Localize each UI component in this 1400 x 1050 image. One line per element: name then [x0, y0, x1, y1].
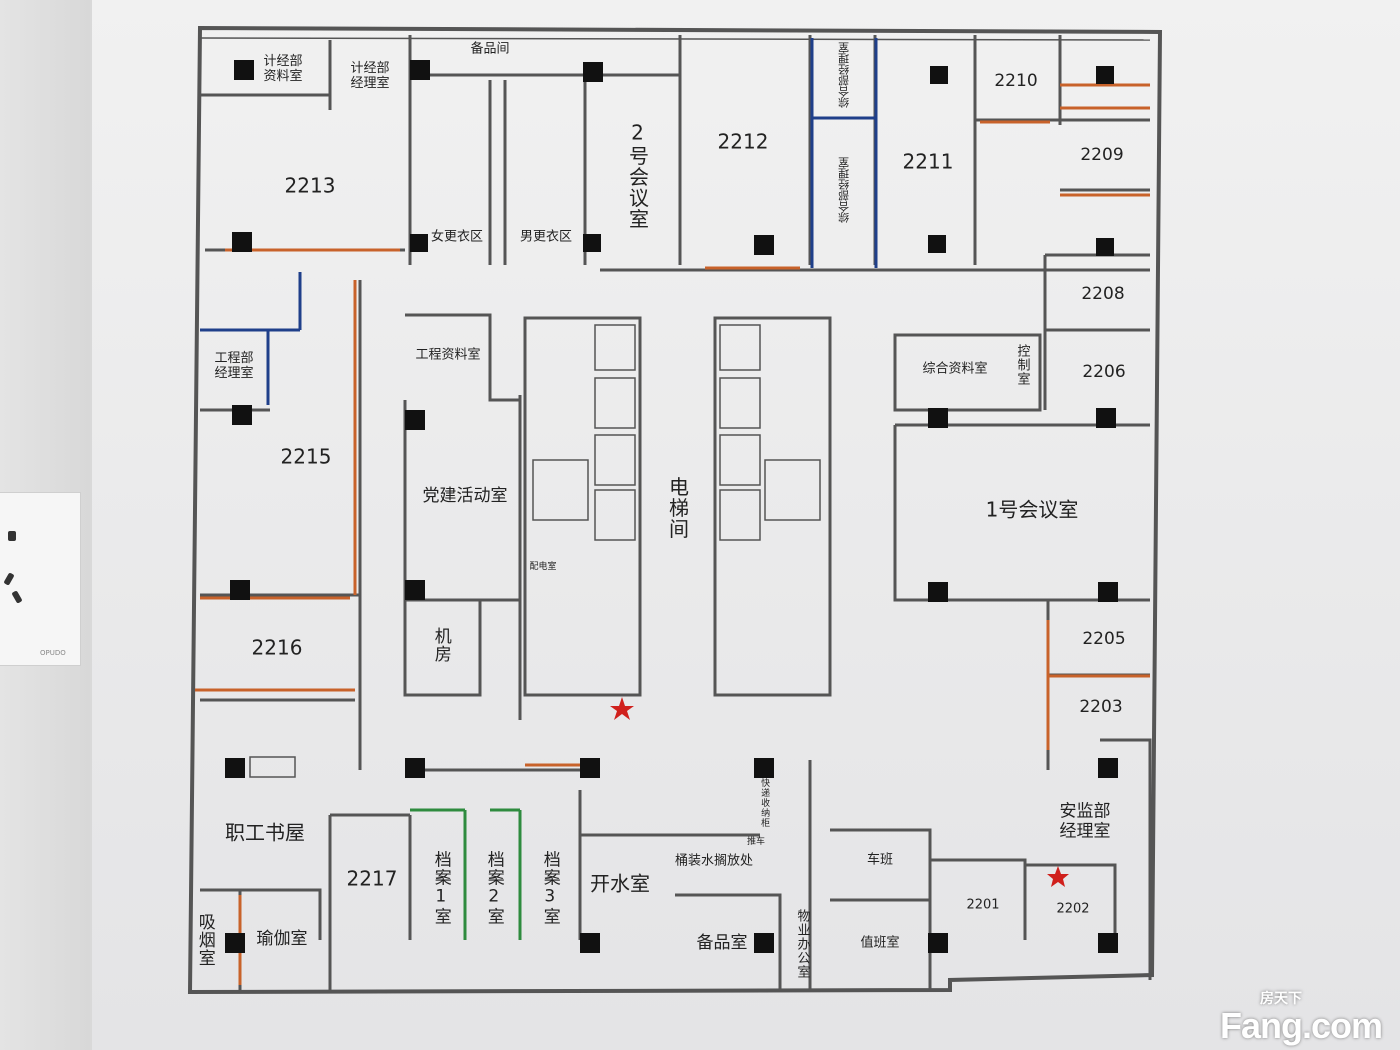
- watermark-cn: 房天下: [1259, 991, 1302, 1007]
- room-label: 2212: [717, 129, 769, 154]
- outlet-brand: OPUDO: [40, 649, 66, 657]
- room-label: 备品间: [470, 41, 510, 57]
- room-label: 2205: [1082, 629, 1126, 650]
- room-label: 推车: [746, 836, 766, 847]
- floor-plan-board: [92, 0, 1400, 1050]
- room-label: 2211: [902, 149, 954, 174]
- room-label: 快递收纳柜: [759, 778, 770, 828]
- room-label: 综合部经理室: [837, 157, 851, 223]
- you-are-here-star-icon: [610, 697, 634, 720]
- room-label: 配电室: [529, 561, 557, 572]
- room-label: 备品室: [696, 933, 748, 954]
- room-label: 2202: [1056, 901, 1090, 917]
- room-label: 档案2室: [483, 850, 504, 926]
- exit-star-icon: [1047, 866, 1069, 887]
- room-label: 2210: [994, 71, 1038, 92]
- watermark: 房天下 Fang.com: [1219, 991, 1383, 1046]
- room-label: 2206: [1082, 362, 1126, 383]
- room-label: 电梯间: [665, 476, 690, 540]
- room-label: 吸烟室: [194, 913, 215, 967]
- room-label: 2201: [966, 897, 1000, 913]
- room-label: 2216: [251, 635, 303, 660]
- room-label: 男更衣区: [519, 229, 573, 245]
- room-label: 工程资料室: [415, 347, 481, 363]
- room-label: 2203: [1079, 697, 1123, 718]
- outlet-hole: [8, 531, 16, 541]
- room-label: 控制室: [1014, 344, 1030, 386]
- watermark-en: Fang.com: [1219, 1005, 1383, 1046]
- power-outlet: OPUDO: [0, 492, 81, 666]
- room-label: 机房: [430, 627, 451, 663]
- room-label: 车班: [866, 852, 894, 868]
- room-label: 物业办公室: [794, 909, 810, 979]
- room-label: 档案3室: [539, 850, 560, 926]
- room-label: 2217: [346, 866, 398, 891]
- room-label: 计经部 经理室: [350, 61, 390, 91]
- room-label: 瑜伽室: [256, 929, 308, 950]
- room-label: 2213: [284, 173, 336, 198]
- room-label: 桶装水搁放处: [674, 853, 754, 869]
- room-label: 2号会议室: [625, 120, 650, 230]
- room-label: 党建活动室: [422, 486, 508, 507]
- room-label: 综合部经理室: [837, 42, 851, 108]
- room-label: 开水室: [590, 871, 650, 896]
- room-label: 1号会议室: [985, 497, 1079, 522]
- room-label: 职工书屋: [225, 820, 305, 845]
- room-label: 工程部 经理室: [214, 351, 254, 381]
- room-label: 计经部 资料室: [263, 54, 303, 84]
- room-label: 2208: [1081, 284, 1125, 305]
- room-label: 2215: [280, 444, 332, 469]
- room-label: 值班室: [860, 935, 900, 951]
- room-label: 综合资料室: [922, 361, 988, 377]
- room-label: 档案1室: [430, 850, 451, 926]
- room-label: 女更衣区: [430, 229, 484, 245]
- room-label: 安监部 经理室: [1059, 801, 1111, 841]
- room-label: 2209: [1080, 145, 1124, 166]
